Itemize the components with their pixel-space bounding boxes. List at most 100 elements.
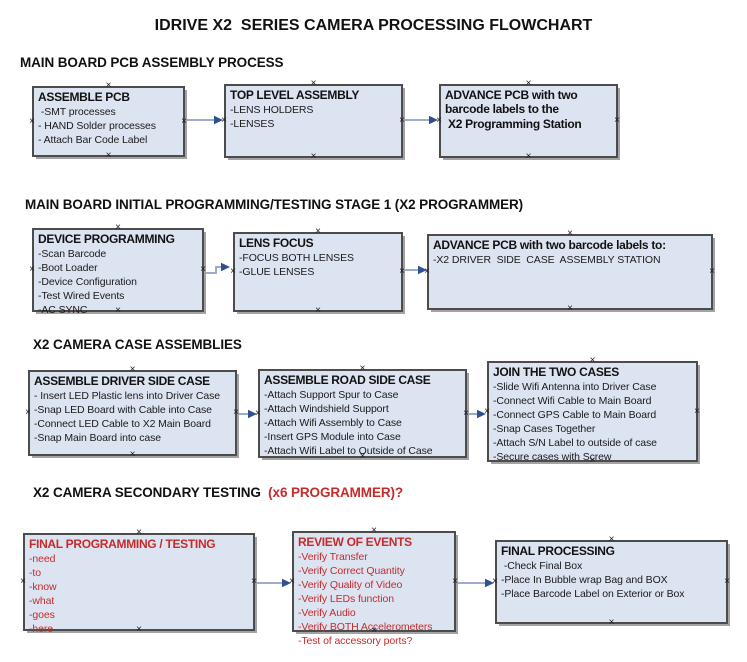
- box-items: -FOCUS BOTH LENSES -GLUE LENSES: [239, 251, 398, 279]
- page-title: IDRIVE X2 SERIES CAMERA PROCESSING FLOWC…: [154, 17, 593, 34]
- step-item: -Scan Barcode: [38, 248, 107, 261]
- box-final-programming-testing: FINAL PROGRAMMING / TESTING -need -to -k…: [20, 528, 257, 636]
- heading-red-part: (x6 PROGRAMMER)?: [264, 485, 404, 500]
- step-item: -here: [29, 623, 54, 636]
- connection-handle-icon: ×: [614, 115, 620, 126]
- section-heading-case-assemblies: X2 CAMERA CASE ASSEMBLIES: [33, 337, 242, 352]
- step-item: -Attach Support Spur to Case: [264, 389, 399, 402]
- box-items: -Scan Barcode -Boot Loader -Device Confi…: [38, 247, 199, 317]
- connection-handle-icon: ×: [200, 264, 206, 275]
- flow-arrow: [205, 262, 230, 274]
- step-item: -SMT processes: [38, 106, 116, 119]
- step-item: -know: [29, 581, 57, 594]
- connection-handle-icon: ×: [452, 575, 458, 587]
- connection-handle-icon: ×: [567, 303, 573, 314]
- connection-handle-icon: ×: [129, 449, 136, 460]
- box-title: ADVANCE PCB with two barcode labels to:: [433, 238, 666, 252]
- flow-arrow: [404, 265, 427, 275]
- box-title: ADVANCE PCB with two barcode labels to t…: [445, 88, 582, 131]
- step-item: -Verify Transfer: [298, 551, 368, 564]
- connection-handle-icon: ×: [492, 576, 498, 587]
- step-item: -Verify Quality of Video: [298, 579, 403, 592]
- step-item: -Connect GPS Cable to Main Board: [493, 409, 657, 422]
- box-final-processing: FINAL PROCESSING -Check Final Box -Place…: [492, 535, 730, 628]
- connection-handle-icon: ×: [709, 266, 715, 277]
- box-assemble-driver-side-case: ASSEMBLE DRIVER SIDE CASE - Insert LED P…: [25, 365, 239, 460]
- connection-handle-icon: ×: [463, 407, 469, 419]
- step-item: - Attach Bar Code Label: [38, 134, 148, 147]
- box-items: -need -to -know -what -goes -here: [29, 552, 250, 636]
- step-item: -Place In Bubble wrap Bag and BOX: [501, 574, 668, 587]
- step-item: -Test Wired Events: [38, 290, 125, 303]
- flow-arrow: [468, 409, 486, 419]
- connection-handle-icon: ×: [29, 115, 35, 127]
- flow-arrow: [457, 578, 494, 588]
- heading-black-part: X2 CAMERA SECONDARY TESTING: [33, 485, 265, 500]
- step-item: -Snap LED Board with Cable into Case: [34, 404, 212, 417]
- connection-handle-icon: ×: [310, 151, 317, 162]
- step-item: -need: [29, 553, 56, 566]
- step-item: - Insert LED Plastic lens into Driver Ca…: [34, 390, 221, 403]
- connection-handle-icon: ×: [289, 575, 295, 587]
- connection-handle-icon: ×: [525, 151, 532, 162]
- step-item: -Slide Wifi Antenna into Driver Case: [493, 381, 657, 394]
- box-items: -Slide Wifi Antenna into Driver Case -Co…: [493, 380, 693, 464]
- step-item: -Place Barcode Label on Exterior or Box: [501, 588, 685, 601]
- box-items: -Verify Transfer -Verify Correct Quantit…: [298, 550, 451, 648]
- step-item: -GLUE LENSES: [239, 266, 315, 279]
- box-review-of-events: REVIEW OF EVENTS -Verify Transfer -Verif…: [289, 526, 458, 648]
- connection-handle-icon: ×: [233, 407, 239, 418]
- connection-handle-icon: ×: [484, 405, 490, 417]
- step-item: -Test of accessory ports?: [298, 635, 413, 648]
- connection-handle-icon: ×: [608, 617, 615, 628]
- step-item: -Insert GPS Module into Case: [264, 431, 401, 444]
- box-advance-pcb-programming-station: ADVANCE PCB with two barcode labels to t…: [436, 79, 620, 162]
- box-title: JOIN THE TWO CASES: [493, 365, 619, 379]
- step-item: -Device Configuration: [38, 276, 137, 289]
- step-item: -Verify Correct Quantity: [298, 565, 405, 578]
- step-item: -Attach S/N Label to outside of case: [493, 437, 657, 450]
- box-assemble-road-side-case: ASSEMBLE ROAD SIDE CASE -Attach Support …: [255, 364, 469, 462]
- connection-handle-icon: ×: [105, 150, 112, 161]
- step-item: -Connect Wifi Cable to Main Board: [493, 395, 652, 408]
- step-item: -FOCUS BOTH LENSES: [239, 252, 354, 265]
- step-item: -Boot Loader: [38, 262, 98, 275]
- box-device-programming: DEVICE PROGRAMMING -Scan Barcode -Boot L…: [29, 223, 206, 317]
- connection-handle-icon: ×: [29, 264, 35, 275]
- step-item: -LENSES: [230, 118, 275, 131]
- box-items: -SMT processes - HAND Solder processes -…: [38, 105, 180, 147]
- step-item: -Attach Wifi Label to Outside of Case: [264, 445, 433, 458]
- step-item: -AC SYNC: [38, 304, 88, 317]
- box-advance-pcb-driver-side: ADVANCE PCB with two barcode labels to: …: [424, 229, 715, 314]
- connection-handle-icon: ×: [25, 407, 31, 418]
- step-item: -Attach Wifi Assembly to Case: [264, 417, 402, 430]
- connection-handle-icon: ×: [230, 266, 236, 277]
- step-item: -Check Final Box: [501, 560, 583, 573]
- box-title: ASSEMBLE DRIVER SIDE CASE: [34, 374, 210, 388]
- box-title: TOP LEVEL ASSEMBLY: [230, 88, 360, 102]
- box-lens-focus: LENS FOCUS -FOCUS BOTH LENSES -GLUE LENS…: [230, 227, 405, 316]
- step-item: -Attach Windshield Support: [264, 403, 389, 416]
- step-item: -goes: [29, 609, 55, 622]
- box-title: REVIEW OF EVENTS: [298, 535, 412, 549]
- step-item: -Snap Main Board into case: [34, 432, 161, 445]
- step-item: - HAND Solder processes: [38, 120, 156, 133]
- box-items: -X2 DRIVER SIDE CASE ASSEMBLY STATION: [433, 253, 708, 267]
- box-top-level-assembly: TOP LEVEL ASSEMBLY -LENS HOLDERS -LENSES…: [221, 79, 405, 162]
- box-title: DEVICE PROGRAMMING: [38, 232, 175, 246]
- box-title: LENS FOCUS: [239, 236, 314, 250]
- flow-arrow: [238, 409, 257, 419]
- step-item: -Snap Cases Together: [493, 423, 596, 436]
- connection-handle-icon: ×: [221, 115, 227, 126]
- connection-handle-icon: ×: [181, 115, 187, 127]
- step-item: -Verify LEDs function: [298, 593, 394, 606]
- box-assemble-pcb: ASSEMBLE PCB -SMT processes - HAND Solde…: [29, 81, 187, 161]
- connection-handle-icon: ×: [424, 266, 430, 277]
- connection-handle-icon: ×: [399, 266, 405, 277]
- connection-handle-icon: ×: [315, 305, 321, 316]
- box-items: - Insert LED Plastic lens into Driver Ca…: [34, 389, 232, 445]
- connection-handle-icon: ×: [436, 115, 442, 126]
- section-heading-pcb-assembly: MAIN BOARD PCB ASSEMBLY PROCESS: [20, 55, 284, 70]
- step-item: -Verify BOTH Accelerometers: [298, 621, 433, 634]
- connection-handle-icon: ×: [251, 576, 257, 587]
